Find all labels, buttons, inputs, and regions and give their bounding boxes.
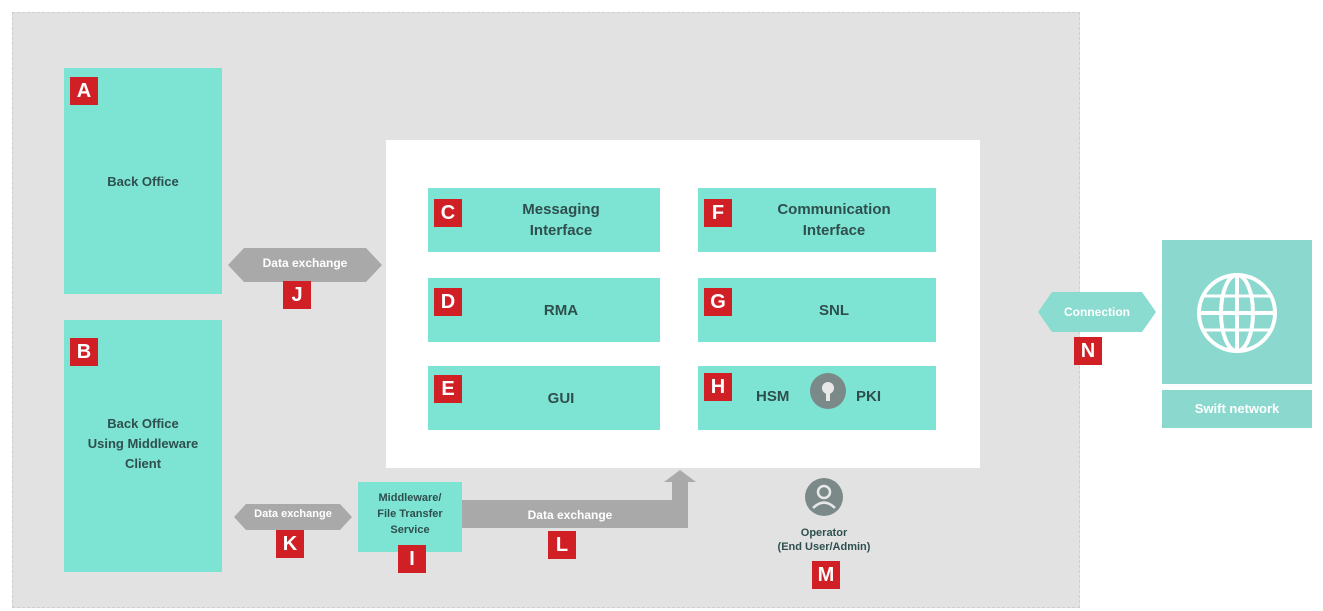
globe-icon xyxy=(1197,273,1277,353)
letter-g: G xyxy=(704,288,732,316)
data-exchange-k-arrow xyxy=(234,504,352,530)
data-exchange-l-arrow xyxy=(462,470,696,528)
letter-n: N xyxy=(1074,337,1102,365)
connection-n-label: Connection xyxy=(1064,305,1130,319)
operator-label: Operator (End User/Admin) xyxy=(754,526,894,554)
letter-f: F xyxy=(704,199,732,227)
back-office-mw-line1: Back Office xyxy=(107,416,179,431)
letter-k: K xyxy=(276,530,304,558)
letter-m: M xyxy=(812,561,840,589)
letter-c: C xyxy=(434,199,462,227)
back-office-mw-line3: Client xyxy=(124,456,162,471)
gui-label: GUI xyxy=(547,389,575,407)
messaging-interface-block: Messaging Interface xyxy=(428,188,660,252)
messaging-line1: Messaging xyxy=(522,201,600,218)
rma-block: RMA xyxy=(428,278,660,342)
key-icon xyxy=(810,373,846,409)
operator-icon xyxy=(805,478,843,516)
letter-b: B xyxy=(70,338,98,366)
data-exchange-j-label: Data exchange xyxy=(262,256,348,270)
gui-block: GUI xyxy=(428,366,660,430)
middleware-line1: Middleware/ xyxy=(378,492,442,504)
swift-network-label: Swift network xyxy=(1162,390,1312,428)
middleware-block: Middleware/ File Transfer Service xyxy=(358,482,462,552)
back-office-label: Back Office xyxy=(107,174,179,189)
middleware-line2: File Transfer xyxy=(377,508,443,520)
letter-l: L xyxy=(548,531,576,559)
data-exchange-l-label: Data exchange xyxy=(527,508,613,522)
messaging-line2: Interface xyxy=(529,222,593,239)
hsm-label: HSM xyxy=(756,388,790,405)
connection-n-arrow xyxy=(1038,292,1156,332)
letter-i: I xyxy=(398,545,426,573)
hsm-pki-block: HSM PKI xyxy=(698,366,936,430)
swift-network-box xyxy=(1162,240,1312,384)
snl-label: SNL xyxy=(819,301,849,319)
back-office-block: Back Office xyxy=(64,68,222,294)
letter-j: J xyxy=(283,281,311,309)
middleware-line3: Service xyxy=(390,524,430,536)
pki-label: PKI xyxy=(856,388,882,405)
communication-interface-block: Communication Interface xyxy=(698,188,936,252)
data-exchange-j-arrow xyxy=(228,248,382,282)
communication-line2: Interface xyxy=(802,222,866,239)
operator-line2: (End User/Admin) xyxy=(777,541,871,553)
letter-a: A xyxy=(70,77,98,105)
data-exchange-k-label: Data exchange xyxy=(254,508,332,520)
letter-e: E xyxy=(434,375,462,403)
operator-line1: Operator xyxy=(800,527,848,539)
communication-line1: Communication xyxy=(777,201,891,218)
letter-h: H xyxy=(704,373,732,401)
back-office-mw-label: Back Office Using Middleware Client xyxy=(64,414,222,474)
rma-label: RMA xyxy=(543,301,579,319)
snl-block: SNL xyxy=(698,278,936,342)
letter-d: D xyxy=(434,288,462,316)
back-office-mw-line2: Using Middleware xyxy=(87,436,199,451)
